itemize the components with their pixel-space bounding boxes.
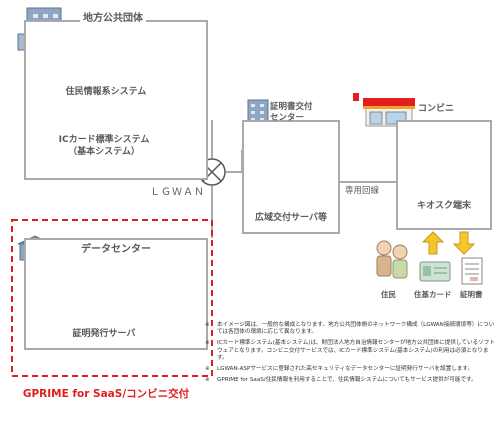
gprime-scope-frame	[11, 219, 213, 377]
certificate-center-label-line1: 証明書交付	[270, 102, 313, 112]
wide-area-server-label: 広域交付サーバ等	[255, 213, 327, 223]
note-mark: ※	[205, 322, 210, 328]
lgwan-label: ＬＧＷＡＮ	[150, 187, 205, 198]
certificate-label: 証明書	[460, 290, 483, 299]
data-center-label: データセンター	[78, 240, 154, 255]
certificate-center-box	[242, 120, 340, 234]
resident-people-icon	[376, 240, 408, 279]
download-arrow-icon	[452, 231, 476, 255]
note-text: LGWAN-ASPサービスに登録された高セキュリティなデータセンターに証明発行サ…	[217, 366, 474, 373]
gprime-service-label: GPRIME for SaaS/コンビニ交付	[22, 388, 190, 400]
note-item: ※ ICカード標準システム(基本システム)は、財団法人地方自治情報センターが地方…	[205, 340, 497, 362]
note-mark: ※	[205, 340, 210, 347]
note-mark: ※	[205, 366, 210, 373]
note-text: ICカード標準システム(基本システム)は、財団法人地方自治情報センターが地方公共…	[217, 340, 495, 362]
data-center-box	[24, 238, 208, 350]
note-text: GPRIME for SaaS/住民情報を利用することで、住民情報システムについ…	[217, 376, 477, 383]
local-government-box	[24, 20, 208, 180]
resident-card-label: 住基カード	[414, 290, 452, 299]
ic-card-system-label: ICカード標準システム	[58, 135, 150, 145]
certificate-issuing-server-label: 証明発行サーバ	[72, 329, 136, 339]
note-item: ※ 本イメージ図は、一般的な構成となります。地方公共団体側のネットワーク構成（L…	[205, 322, 497, 337]
notes-section: ※ 本イメージ図は、一般的な構成となります。地方公共団体側のネットワーク構成（L…	[205, 322, 497, 388]
local-government-label: 地方公共団体	[80, 9, 146, 24]
resident-info-system-label: 住民情報系システム	[65, 87, 147, 97]
note-text: 本イメージ図は、一般的な構成となります。地方公共団体側のネットワーク構成（LGW…	[217, 322, 495, 336]
note-item: ※ LGWAN-ASPサービスに登録された高セキュリティなデータセンターに証明発…	[205, 366, 497, 373]
kiosk-terminal-label: キオスク端末	[416, 201, 471, 211]
certificate-center-label-line2: センター	[270, 113, 305, 123]
convenience-store-label: コンビニ	[418, 104, 455, 114]
note-item: ※ GPRIME for SaaS/住民情報を利用することで、住民情報システムに…	[205, 377, 497, 384]
certificate-document-icon	[461, 257, 483, 285]
basic-system-label: （基本システム）	[68, 147, 140, 157]
dedicated-line-label: 専用回線	[345, 186, 380, 196]
upload-arrow-icon	[421, 231, 445, 255]
resident-card-icon	[419, 261, 451, 282]
convenience-store-box	[396, 120, 492, 230]
note-mark: ※	[205, 376, 210, 383]
resident-label: 住民	[381, 290, 396, 299]
